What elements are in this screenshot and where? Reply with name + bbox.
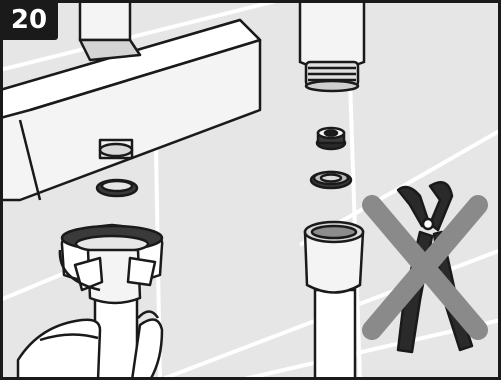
step-number-badge: 20 <box>0 0 58 40</box>
ring-washer-icon <box>97 180 137 196</box>
aerator-washer-icon <box>311 172 351 188</box>
aerator-insert-icon <box>317 128 345 149</box>
spout-outlet-icon <box>300 0 364 91</box>
